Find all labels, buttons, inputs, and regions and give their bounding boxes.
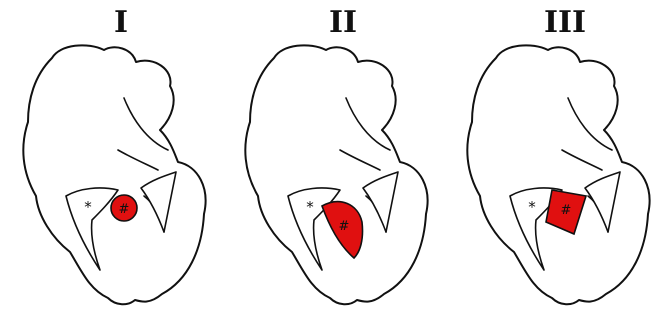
panel-iii: III # * (467, 5, 649, 304)
brain-section-outline (467, 45, 649, 304)
panel-label: II (329, 5, 357, 40)
hash-marker: # (339, 219, 350, 234)
panel-label: III (544, 5, 586, 40)
brain-section-outline (23, 45, 205, 304)
panel-i: I # * (23, 5, 205, 304)
asterisk-marker: * (528, 198, 536, 216)
asterisk-marker: * (84, 198, 92, 216)
panel-label: I (114, 5, 128, 40)
asterisk-marker: * (306, 198, 314, 216)
hash-marker: # (561, 203, 572, 218)
hash-marker: # (119, 202, 130, 217)
panel-ii: II # * (245, 5, 427, 304)
brain-section-outline (245, 45, 427, 304)
